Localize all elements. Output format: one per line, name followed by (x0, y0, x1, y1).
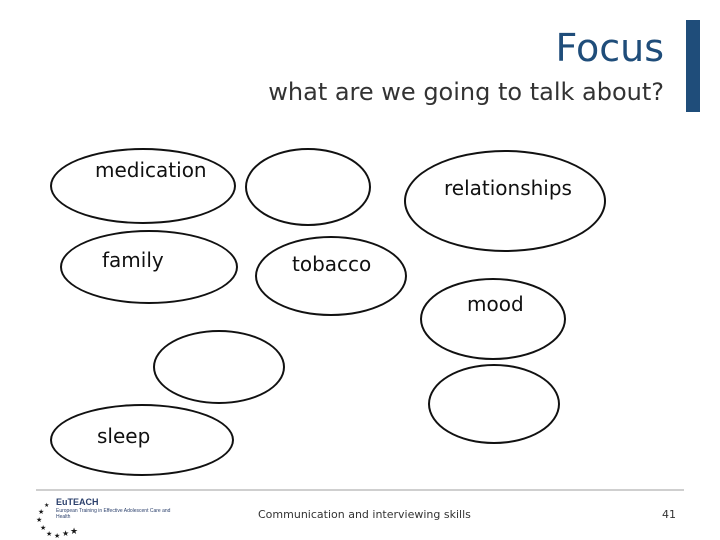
slide-subtitle: what are we going to talk about? (268, 78, 664, 106)
slide-title: Focus (555, 26, 664, 70)
topic-oval-tobacco[interactable] (255, 236, 407, 316)
org-name: EuTEACH (56, 497, 99, 507)
topic-label-family: family (102, 248, 164, 272)
topic-label-relationships: relationships (444, 176, 572, 200)
footer-divider (36, 489, 684, 491)
topic-label-medication: medication (95, 158, 207, 182)
svg-text:★: ★ (44, 502, 49, 509)
topic-oval-relationships[interactable] (404, 150, 606, 252)
topic-oval-mood[interactable] (420, 278, 566, 360)
topic-oval-blank[interactable] (245, 148, 371, 226)
page-number: 41 (662, 508, 676, 521)
svg-text:★: ★ (38, 508, 44, 516)
svg-text:★: ★ (36, 516, 42, 524)
topic-oval-medication[interactable] (50, 148, 236, 224)
org-tagline: European Training in Effective Adolescen… (56, 508, 171, 520)
accent-bar (686, 20, 700, 112)
svg-text:★: ★ (62, 529, 69, 538)
footer-course: Communication and interviewing skills (258, 508, 471, 521)
topic-oval-family[interactable] (60, 230, 238, 304)
topic-label-tobacco: tobacco (292, 252, 372, 276)
topic-label-sleep: sleep (97, 424, 151, 448)
svg-text:★: ★ (40, 524, 46, 532)
svg-text:★: ★ (46, 530, 52, 538)
eu-stars-logo-icon: ★ ★ ★ ★ ★ ★ ★ ★ (36, 502, 78, 538)
topic-label-mood: mood (467, 292, 524, 316)
topic-oval-sleep[interactable] (50, 404, 234, 476)
topic-oval-blank[interactable] (153, 330, 285, 404)
svg-text:★: ★ (54, 532, 60, 538)
svg-text:★: ★ (70, 527, 78, 537)
topic-oval-blank[interactable] (428, 364, 560, 444)
